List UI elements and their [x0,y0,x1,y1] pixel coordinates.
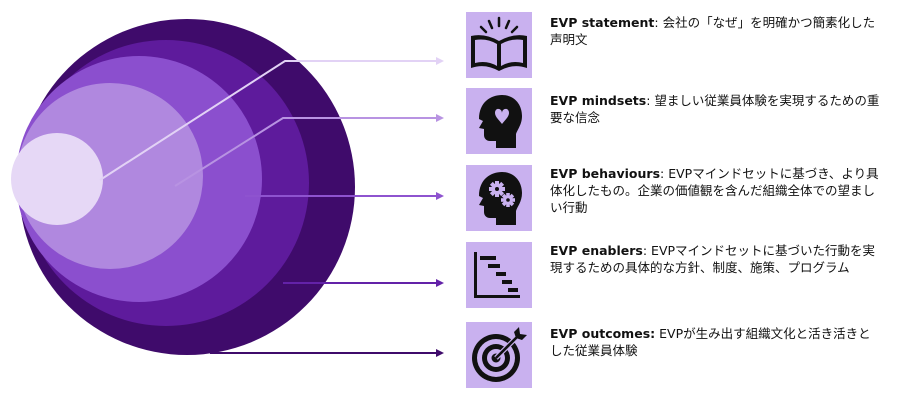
icon-box-behaviours [466,165,532,231]
icon-box-outcomes [466,322,532,388]
item-text-behaviours: EVP behaviours: EVPマインドセットに基づき、より具体化したもの… [550,165,880,216]
icon-box-statement [466,12,532,78]
item-title: EVP behaviours [550,166,661,181]
item-description: 望ましい従業員体験を実現するための重要な信念 [550,93,880,125]
gantt-chart-icon [474,252,520,298]
open-book-icon [471,16,527,71]
connector-line-mindsets [174,117,436,187]
item-text-enablers: EVP enablers: EVPマインドセットに基づいた行動を実現するための具… [550,242,880,276]
item-separator: : [646,93,655,108]
connector-line-statement [99,60,436,181]
connector-arrow-mindsets [436,114,444,122]
item-text-outcomes: EVP outcomes: EVPが生み出す組織文化と活き活きとした従業員体験 [550,325,880,359]
ring-statement [11,133,103,225]
item-separator: : [642,243,652,258]
item-separator: : [660,166,669,181]
connector-arrow-enablers [436,279,444,287]
item-description: EVPマインドセットに基づいた行動を実現するための具体的な方針、制度、施策、プロ… [550,243,876,275]
item-text-mindsets: EVP mindsets: 望ましい従業員体験を実現するための重要な信念 [550,92,880,126]
item-title: EVP mindsets [550,93,647,108]
item-description: EVPマインドセットに基づき、より具体化したもの。企業の価値観を含んだ組織全体で… [550,166,879,215]
item-separator: : [654,15,663,30]
item-description: 会社の「なぜ」を明確かつ簡素化した声明文 [550,15,876,47]
connector-arrow-behaviours [436,192,444,200]
item-title: EVP statement [550,15,655,30]
connector-arrow-statement [436,57,444,65]
item-title: EVP enablers [550,243,643,258]
icon-box-enablers [466,242,532,308]
item-title: EVP outcomes: [550,326,656,341]
head-gears-icon [479,172,522,225]
connector-arrow-outcomes [436,349,444,357]
item-text-statement: EVP statement: 会社の「なぜ」を明確かつ簡素化した声明文 [550,14,880,48]
item-description: EVPが生み出す組織文化と活き活きとした従業員体験 [550,326,871,358]
head-heart-icon [479,95,522,148]
target-arrow-icon [472,327,527,382]
icon-box-mindsets [466,88,532,154]
